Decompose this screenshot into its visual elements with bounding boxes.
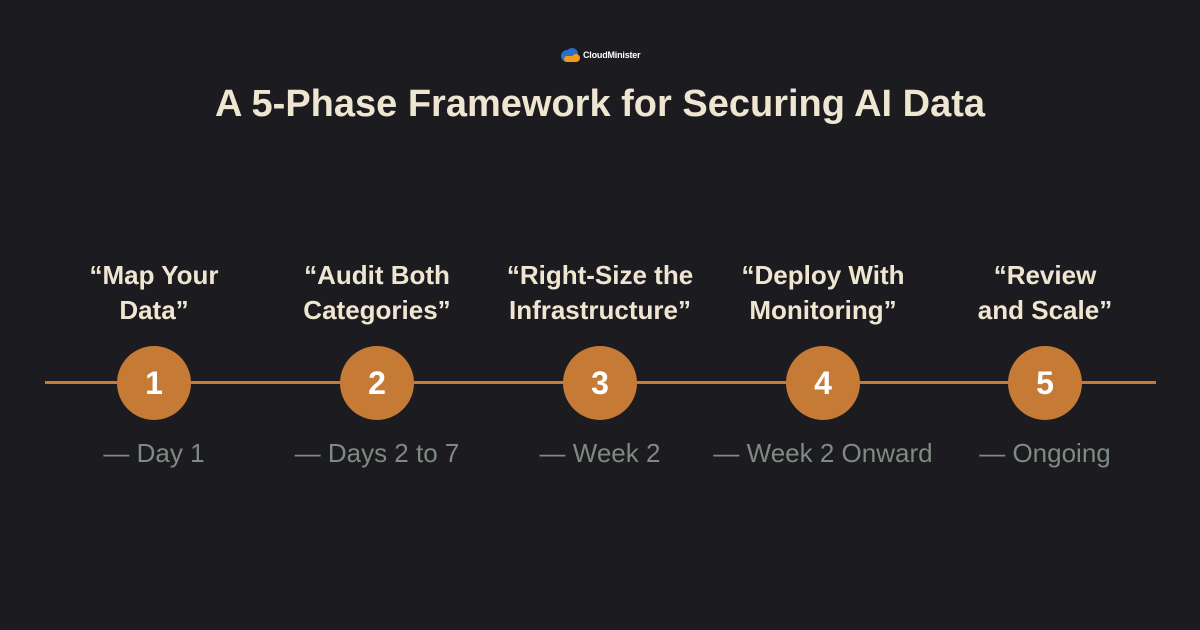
phase-marker: 5	[1008, 346, 1082, 420]
phase-timeframe: — Week 2 Onward	[713, 438, 933, 468]
phase-4: “Deploy With Monitoring” 4 — Week 2 Onwa…	[708, 258, 938, 488]
page-title: A 5-Phase Framework for Securing AI Data	[214, 83, 986, 125]
phase-marker: 3	[563, 346, 637, 420]
phase-name: “Deploy With Monitoring”	[741, 260, 905, 325]
phase-timeframe: — Days 2 to 7	[294, 438, 460, 468]
phase-marker: 1	[117, 346, 191, 420]
phase-number: 1	[145, 364, 163, 401]
phase-5: “Review and Scale” 5 — Ongoing	[930, 258, 1160, 488]
phase-timeframe: — Week 2	[539, 438, 661, 468]
phase-marker: 4	[786, 346, 860, 420]
phase-name: “Audit Both Categories”	[303, 260, 451, 325]
phase-3: “Right-Size the Infrastructure” 3 — Week…	[485, 258, 715, 488]
phase-2: “Audit Both Categories” 2 — Days 2 to 7	[262, 258, 492, 488]
phase-number: 4	[814, 364, 832, 401]
phase-timeframe: — Ongoing	[979, 438, 1111, 468]
cloud-icon	[561, 48, 580, 62]
phase-number: 2	[368, 364, 386, 401]
phase-number: 3	[591, 364, 609, 401]
phase-timeframe: — Day 1	[103, 438, 205, 468]
phase-1: “Map Your Data” 1 — Day 1	[39, 258, 269, 488]
phase-marker: 2	[340, 346, 414, 420]
phase-number: 5	[1036, 364, 1054, 401]
brand-logo: CloudMinister	[559, 46, 641, 64]
phase-name: “Map Your Data”	[89, 260, 219, 325]
phase-name: “Right-Size the Infrastructure”	[506, 260, 694, 325]
phase-name: “Review and Scale”	[977, 260, 1113, 325]
brand-name: CloudMinister	[583, 50, 641, 60]
